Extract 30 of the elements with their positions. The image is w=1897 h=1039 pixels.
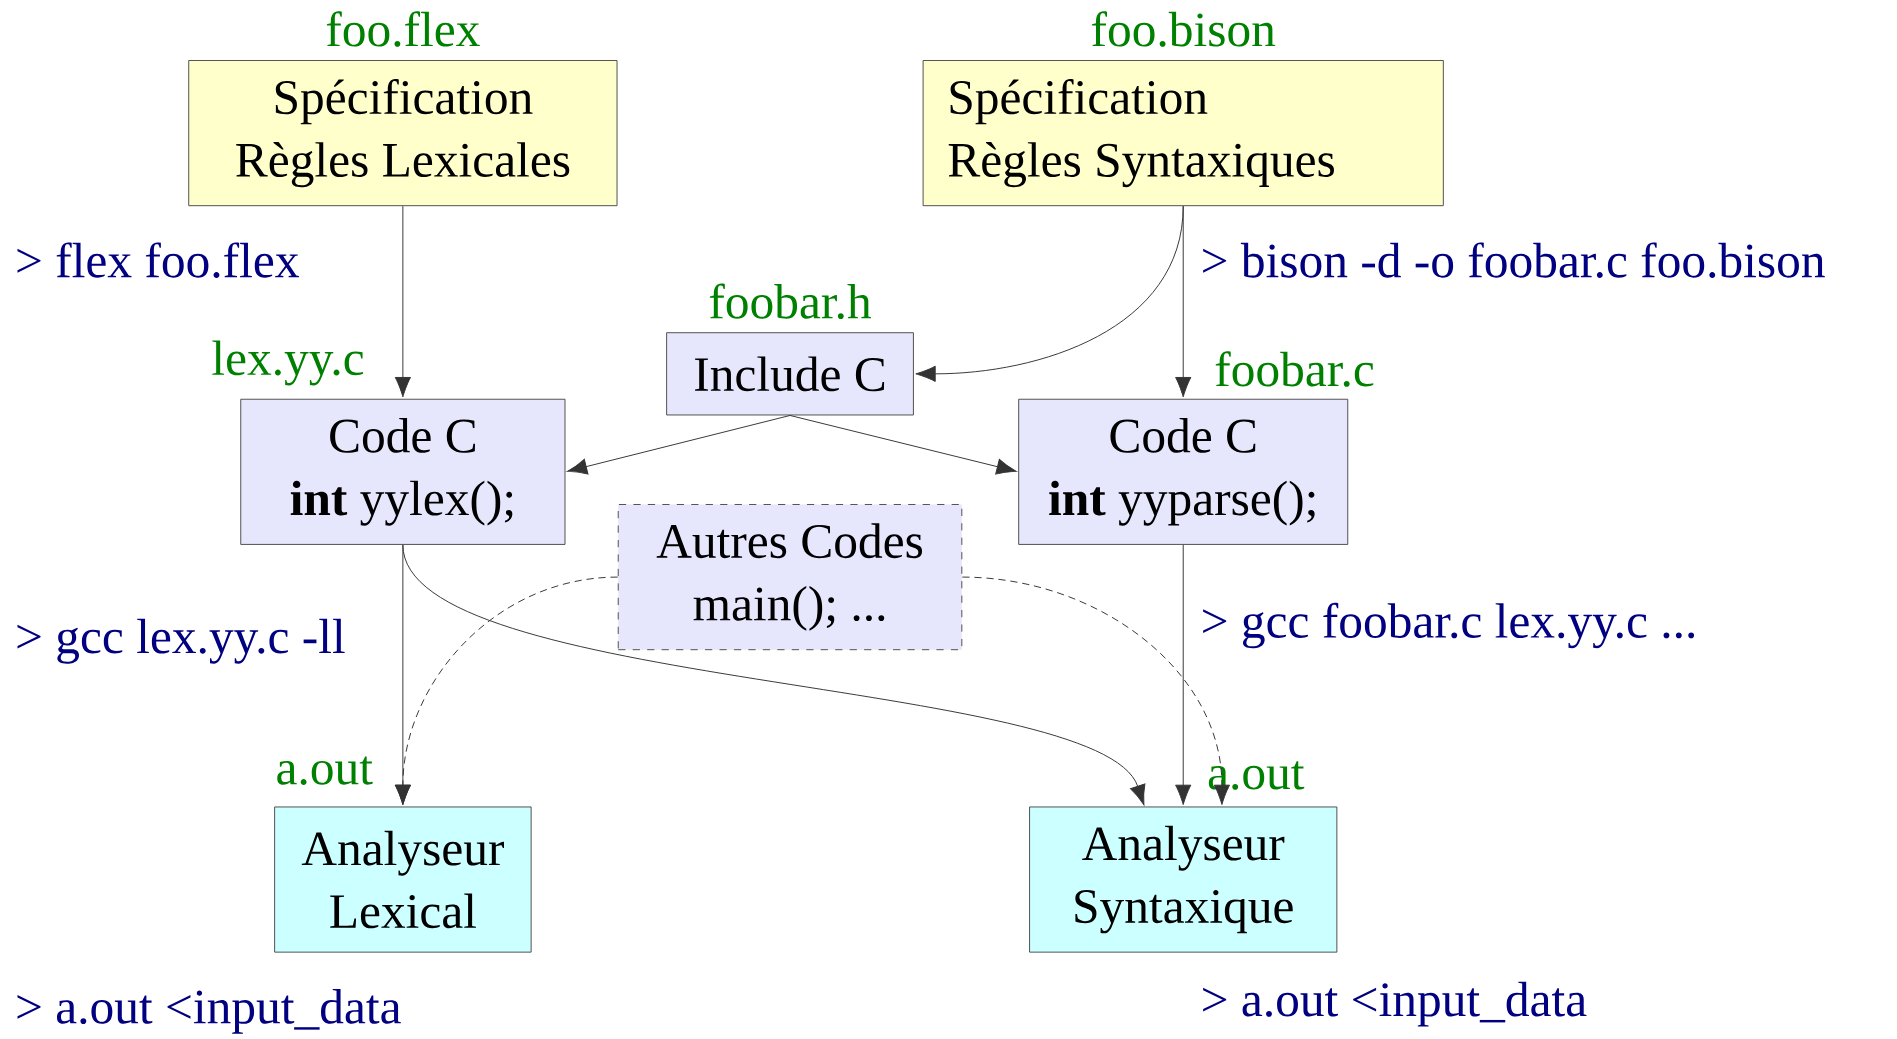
file-label: a.out [1208,761,1305,790]
file-label: lex.yy.c [212,340,364,386]
arrow [915,205,1184,382]
process-box: Code C int yylex(); [240,398,566,545]
arrow [789,414,1017,475]
command-text: > flex foo.flex [17,242,299,278]
arrow [394,205,411,398]
process-box: Include C [666,332,914,416]
arrow [394,576,619,805]
arrow [1175,544,1192,805]
process-box: Spécification Règles Lexicales [188,59,618,207]
file-label: foobar.c [1215,351,1374,387]
file-label: foo.flex [326,11,480,47]
arrow [566,414,791,475]
process-box: Autres Codes main(); ... [617,503,963,651]
command-text: > gcc lex.yy.c -ll [17,618,345,664]
command-text: > gcc foobar.c lex.yy.c ... [1203,602,1695,649]
process-box: Analyseur Syntaxique [1029,806,1338,953]
arrow [1175,205,1192,398]
file-label: foobar.h [709,283,872,319]
process-box: Analyseur Lexical [274,806,532,953]
file-label: a.out [277,756,373,785]
arrow [961,576,1231,805]
file-label: foo.bison [1092,11,1276,47]
command-text: > bison -d -o foobar.c foo.bison [1203,242,1825,278]
arrow [402,544,1146,805]
command-text: > a.out <input_data [1203,981,1587,1027]
process-box: Code C int yyparse(); [1018,398,1349,545]
process-box: Spécification Règles Syntaxiques [922,59,1444,207]
command-text: > a.out <input_data [17,988,401,1034]
